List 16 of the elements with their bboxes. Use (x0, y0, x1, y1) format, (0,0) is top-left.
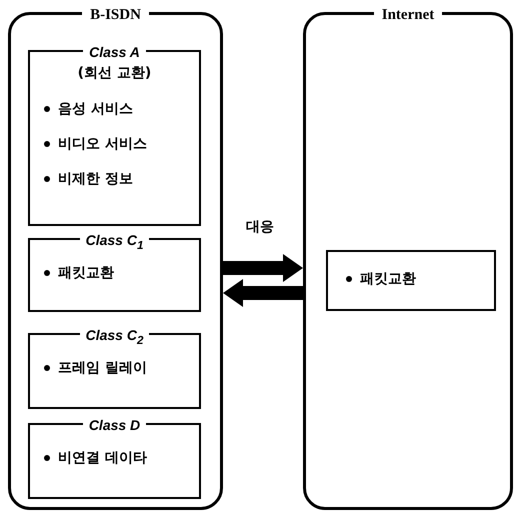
class-title: Class C$_{2}$ (80, 327, 150, 343)
item-text: 음성 서비스 (58, 100, 133, 118)
item-text: 프레임 릴레이 (58, 359, 147, 377)
edge-label: 대응 (246, 218, 274, 236)
class-title: Class D (82, 417, 146, 433)
class-title: Class C$_{1}$ (80, 232, 150, 248)
item-text: 비연결 데이타 (58, 449, 147, 467)
block-arrow (223, 254, 303, 282)
item-text: 패킷교환 (360, 270, 416, 288)
block-arrow (223, 279, 303, 307)
item-text: 비디오 서비스 (58, 135, 147, 153)
item-text: 비제한 정보 (58, 170, 133, 188)
class-subtitle: (회선 교환) (76, 64, 152, 82)
item-text: 패킷교환 (58, 264, 114, 282)
service-box (326, 250, 496, 311)
class-title: Class A (83, 44, 146, 60)
